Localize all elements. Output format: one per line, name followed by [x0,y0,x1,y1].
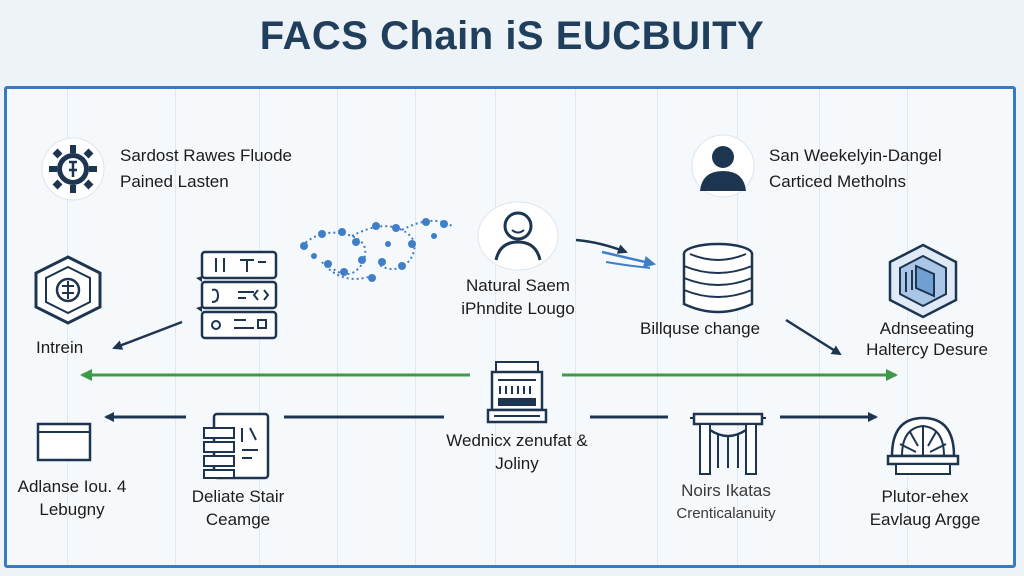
dome-icon [886,412,960,478]
right-cube-label: Adnseeating Haltercy Desure [866,319,988,359]
machine-icon [486,360,548,426]
left-shield-label: Intrein [36,338,84,357]
document-icon [200,412,270,482]
cube-icon [886,242,960,320]
arrow-user-to-db [575,238,628,254]
gate-label: Noirs Ikatas Crenticalanuity [676,481,776,522]
dome-label: Plutor-ehex Eavlaug Argge [869,487,981,529]
calendar-label: Adlanse Iou. 4 Lebugny [17,477,127,519]
user-icon [476,200,560,272]
bottom-doc-label: Deliate Stair Ceamge [191,487,285,529]
shield-icon [32,255,104,325]
arrow-to-cube [785,318,842,356]
server-stack-icon [194,248,282,344]
calendar-icon [36,422,92,462]
person-icon [690,133,756,199]
center-machine-label: Wednicx zenufat & Joliny [446,431,588,473]
page-title: FACS Chain iS EUCBUITY [259,14,765,58]
top-left-label: Sardost Rawes Fluode Pained Lasten [120,146,292,191]
gate-icon [688,408,768,478]
chain-icon [292,206,462,296]
gear-icon [40,136,106,202]
top-right-label: San Weekelyin-Dangel Carticed Metholns [769,146,942,191]
arrow-to-shield [112,320,183,350]
diagram-panel [4,86,1016,568]
center-user-label: Natural Saem iPhndite Lougo [461,276,575,318]
database-icon [678,240,758,318]
blue-flow-arrow [601,250,656,268]
billquse-label: Billquse change [640,319,761,338]
